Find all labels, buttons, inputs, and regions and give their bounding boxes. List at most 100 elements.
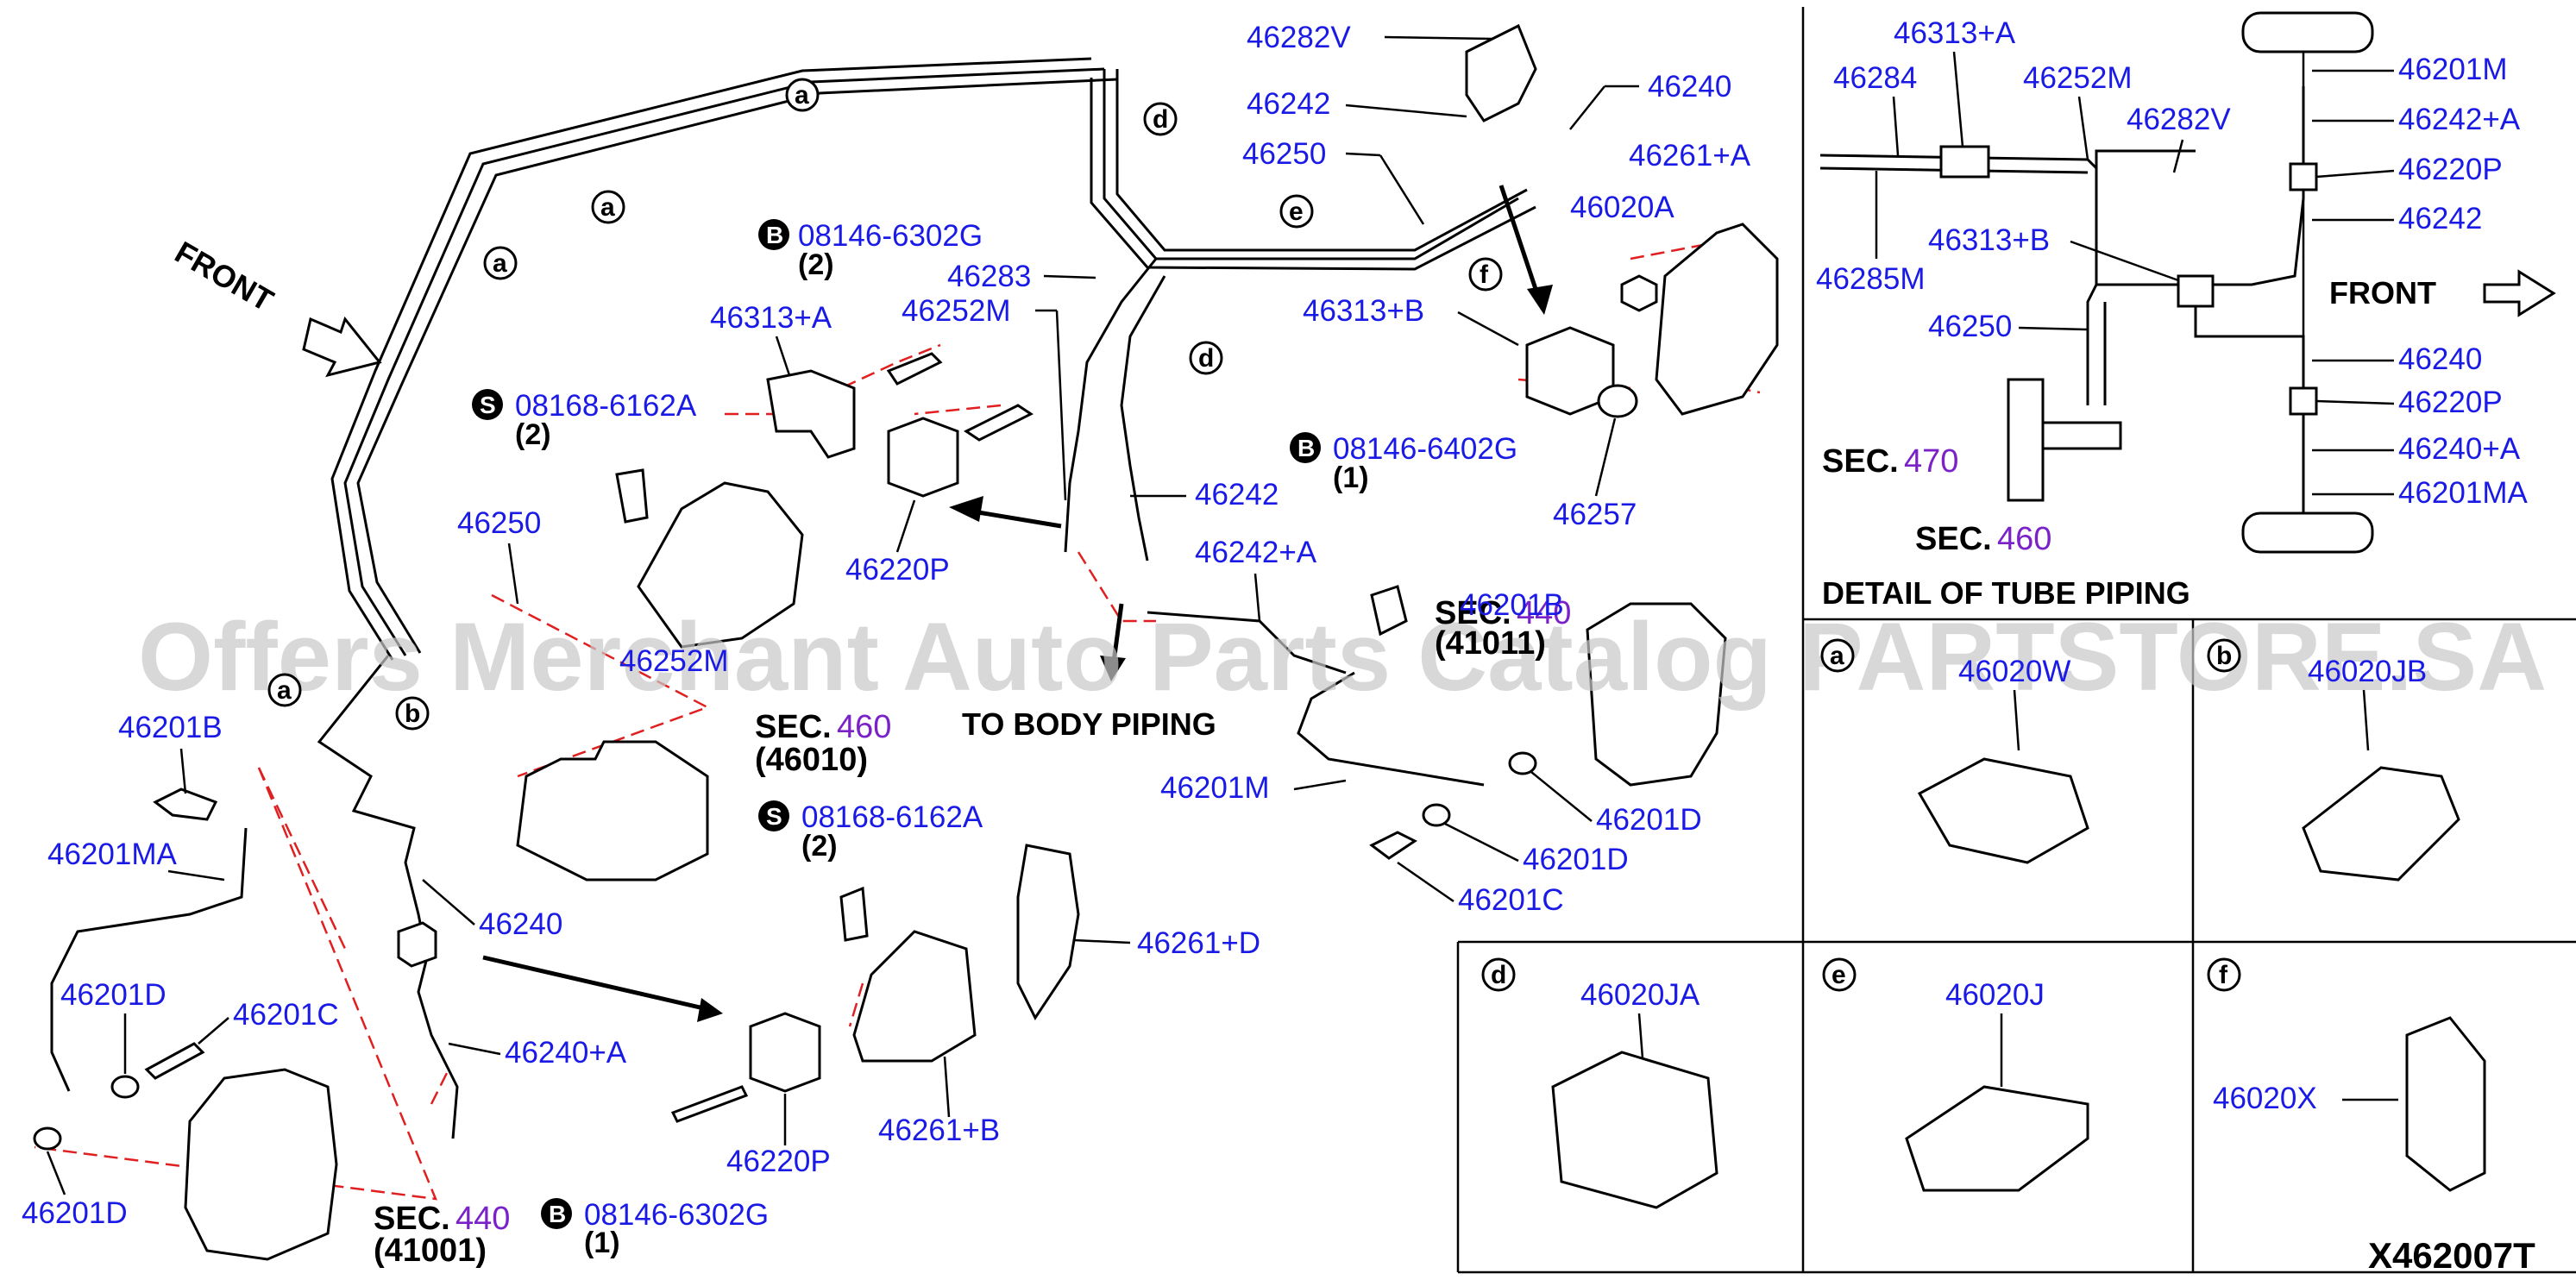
caliper-right-sec440 — [1586, 602, 1727, 787]
bracket-46313A — [766, 369, 856, 459]
detail-wheel-front — [2241, 11, 2374, 53]
label-46201D-right2: 46201D — [1523, 843, 1629, 876]
to-body-piping-label: TO BODY PIPING — [962, 706, 1216, 742]
clip-cell-f-letter: f — [2219, 961, 2228, 989]
sec440-left-number: 440 — [456, 1201, 510, 1237]
detail-label-46242A: 46242+A — [2398, 103, 2521, 136]
bolt-46020A — [1620, 274, 1658, 312]
bolt-b-mid-letter: B — [1297, 435, 1315, 461]
watermark: Offers Merchant Auto Parts Catalog PARTS… — [138, 603, 2547, 711]
sec440-left-prefix: SEC. — [374, 1201, 450, 1237]
washer-46201D-right1 — [1508, 751, 1537, 775]
sec470-detail-prefix: SEC. — [1822, 443, 1899, 480]
bolt-b-bottom-qty: (1) — [584, 1227, 620, 1259]
clip-cell-a-part: 46020W — [1958, 655, 2070, 688]
label-46201C-left: 46201C — [233, 998, 339, 1032]
sec460-top-prefix: SEC. — [755, 709, 832, 745]
detail-title: DETAIL OF TUBE PIPING — [1822, 575, 2190, 611]
callout-a-1: a — [795, 81, 809, 110]
bolt-46201C-left — [144, 1042, 205, 1080]
clip-callouts: a a a a a b d d e f — [267, 78, 1855, 731]
bolt-b-mid-qty: (1) — [1333, 461, 1369, 494]
label-46201M: 46201M — [1160, 771, 1269, 805]
section-callouts: SEC. 460 (46010) SEC. 440 (41001) SEC. 4… — [374, 443, 2051, 1269]
label-46240-bottom: 46240 — [479, 907, 562, 941]
clip-46020X-shape — [2405, 1016, 2486, 1192]
clip-cell-b-part: 46020JB — [2308, 655, 2427, 688]
caliper-left-sec440 — [184, 1068, 338, 1261]
detail-junction-46313B — [2177, 274, 2215, 308]
hose-46201MA — [50, 827, 248, 1092]
label-46283: 46283 — [947, 260, 1031, 293]
callout-d-2: d — [1198, 344, 1214, 373]
callout-e-1: e — [1289, 198, 1304, 226]
sec460-detail-number: 460 — [1997, 521, 2051, 557]
bolt-s-mid-number: 08168-6162A — [801, 800, 983, 834]
label-46201D-left1: 46201D — [60, 978, 166, 1012]
label-46201D-right1: 46201D — [1596, 803, 1702, 837]
front-label-detail: FRONT — [2329, 275, 2436, 311]
detail-junction-46220P-2 — [2289, 386, 2318, 416]
bracket-46261A — [1655, 223, 1779, 416]
callout-a-2: a — [600, 193, 615, 222]
bolt-s-mid-letter: S — [766, 803, 782, 830]
label-46201D-left2: 46201D — [22, 1196, 128, 1230]
detail-wheel-rear — [2241, 511, 2374, 554]
clip-46020JA-shape — [1551, 1051, 1718, 1209]
clip-46282V-top — [1465, 23, 1537, 122]
detail-label-46313A: 46313+A — [1894, 16, 2016, 50]
label-46201C-right: 46201C — [1458, 883, 1564, 917]
sec470-detail-number: 470 — [1904, 443, 1958, 480]
detail-label-46285M: 46285M — [1816, 262, 1925, 296]
label-46313A: 46313+A — [710, 301, 832, 335]
tube-piping-detail: 46313+A 46284 46252M 46282V 46285M 46313… — [1816, 11, 2528, 611]
bolt-s-left-letter: S — [480, 392, 496, 418]
sec440-right-prefix: SEC. — [1435, 595, 1511, 631]
detail-label-46242: 46242 — [2398, 202, 2482, 235]
detail-booster-sec470 — [2007, 378, 2045, 502]
front-label-main: FRONT — [169, 234, 280, 318]
detail-label-46220P-1: 46220P — [2398, 153, 2503, 186]
bolt-s-left-qty: (2) — [515, 418, 551, 451]
detail-label-46250: 46250 — [1928, 310, 2012, 343]
detail-label-46240: 46240 — [2398, 342, 2482, 376]
callout-f-1: f — [1480, 260, 1489, 289]
bracket-46261B — [852, 930, 977, 1063]
label-46261D: 46261+D — [1137, 926, 1260, 960]
washer-46201D-left1 — [110, 1075, 140, 1099]
bolt-s-mid-qty: (2) — [801, 830, 838, 863]
clip-cell-e-letter: e — [1831, 961, 1846, 989]
bolt-b-bottom-number: 08146-6302G — [584, 1198, 769, 1232]
callout-a-4: a — [277, 676, 292, 705]
parts-illustrations — [33, 23, 1779, 1261]
clip-detail-cells: 46020W b 46020JB d 46020JA e 46020J f 46… — [1481, 638, 2486, 1209]
sec440-right-number: 440 — [1517, 595, 1571, 631]
bolt-s-left-number: 08168-6162A — [515, 389, 697, 423]
bolt-b-bottom-letter: B — [549, 1201, 566, 1227]
clip-cell-e-part: 46020J — [1945, 978, 2045, 1012]
master-cylinder-sec460 — [516, 740, 709, 882]
label-46240-top: 46240 — [1648, 70, 1731, 104]
label-46201B-left: 46201B — [118, 711, 223, 744]
callout-d-1: d — [1153, 105, 1168, 134]
front-arrow-detail — [2483, 269, 2556, 317]
bolt-b-top-number: 08146-6302G — [798, 219, 983, 253]
detail-label-46313B: 46313+B — [1928, 223, 2050, 257]
detail-label-46240A: 46240+A — [2398, 432, 2521, 466]
bolt-s-mid — [839, 886, 869, 942]
junction-46220P-left — [397, 921, 437, 968]
label-46242-mid: 46242 — [1195, 478, 1279, 511]
washer-46201D-left2 — [33, 1126, 62, 1151]
bracket-46262 — [637, 481, 804, 649]
panel-frame — [1456, 7, 2576, 1274]
hose-46201M — [1297, 671, 1485, 787]
label-46282V: 46282V — [1247, 21, 1351, 54]
label-46242-top: 46242 — [1247, 87, 1330, 121]
bolt-b-mid-number: 08146-6402G — [1333, 432, 1517, 466]
label-46257: 46257 — [1553, 498, 1637, 531]
label-46220P-top: 46220P — [845, 553, 950, 587]
clip-cell-b-letter: b — [2216, 642, 2232, 670]
label-46250-left: 46250 — [457, 506, 541, 540]
bolt-s-left — [615, 468, 649, 524]
